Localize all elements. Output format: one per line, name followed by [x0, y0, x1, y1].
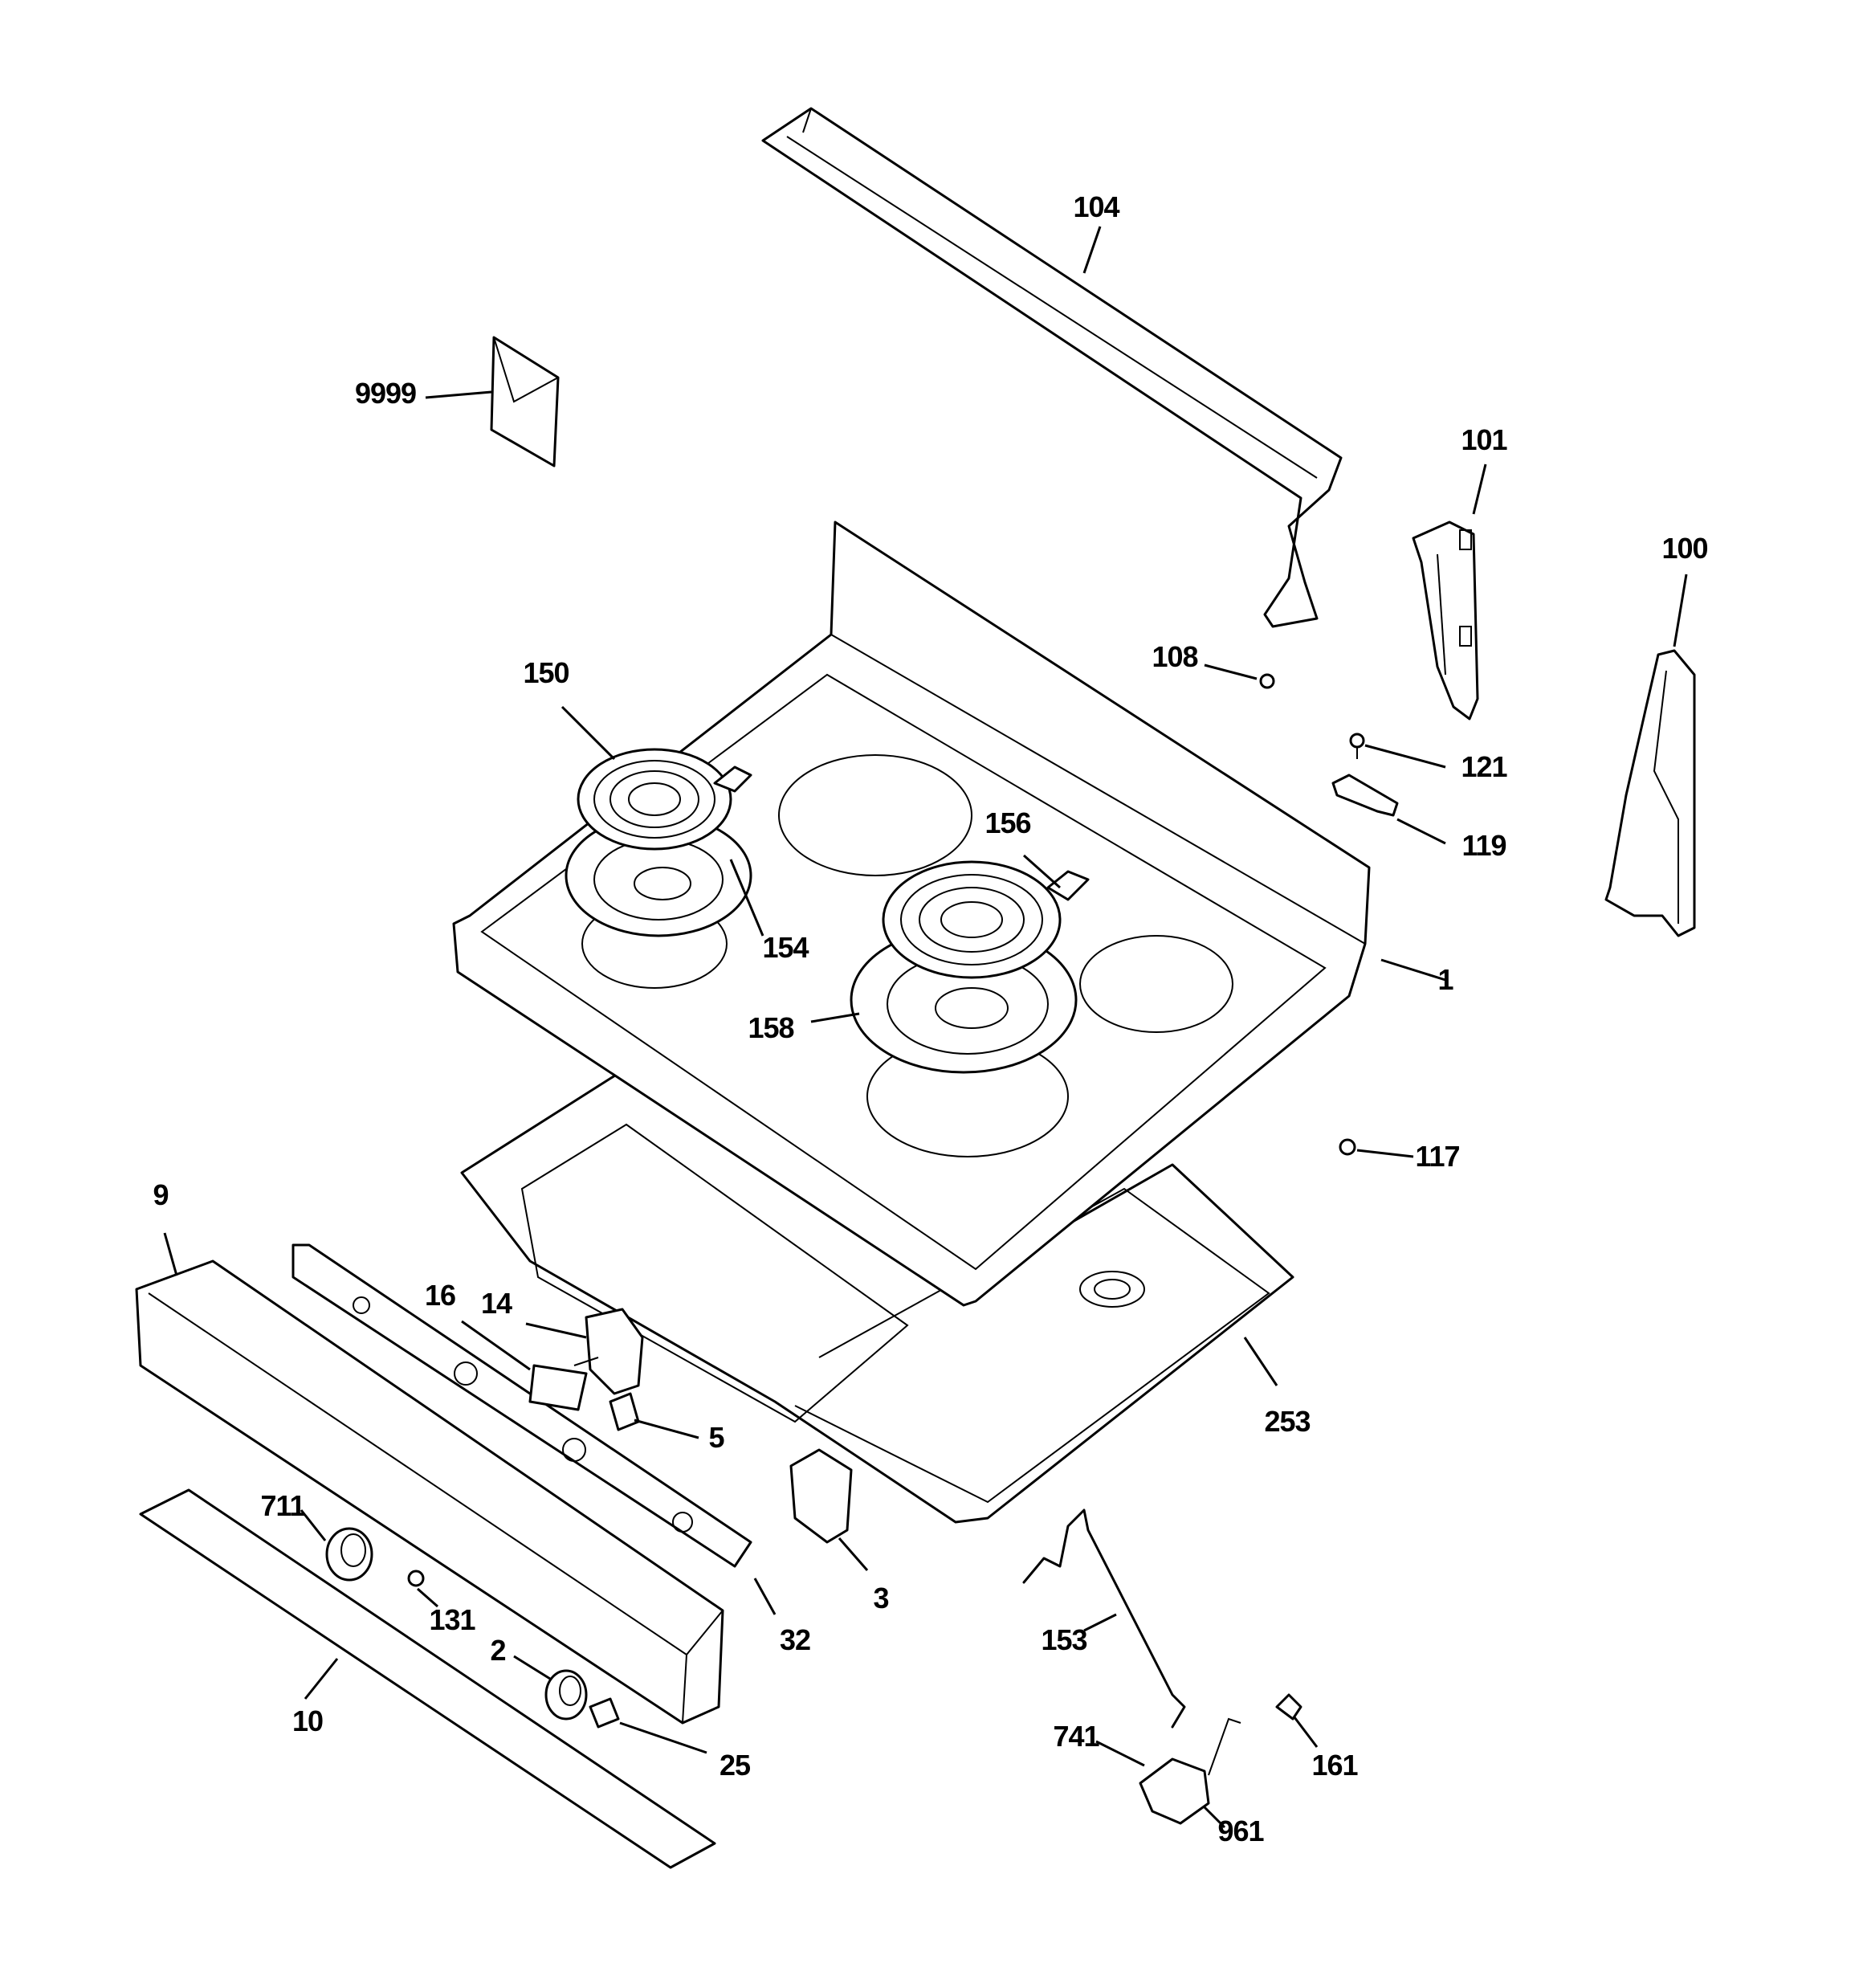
part-156-large-surface-unit — [882, 860, 1090, 979]
part-741-terminal-block — [1139, 1717, 1241, 1825]
callout-9999: 9999 — [354, 377, 417, 410]
part-161-strain-relief — [1275, 1693, 1302, 1721]
part-711-knob — [325, 1527, 373, 1582]
callout-2: 2 — [490, 1634, 506, 1667]
part-121-screw — [1349, 733, 1365, 759]
part-10-panel-overlay — [139, 1488, 716, 1869]
callout-156: 156 — [984, 806, 1031, 839]
callout-16: 16 — [424, 1279, 456, 1312]
part-108-screw — [1259, 673, 1275, 689]
callout-5: 5 — [708, 1421, 724, 1454]
callout-154: 154 — [762, 931, 809, 964]
callout-153: 153 — [1041, 1623, 1087, 1656]
part-14-infinite-switch — [573, 1308, 644, 1395]
part-5-indicator-light — [609, 1392, 640, 1431]
callout-108: 108 — [1152, 640, 1198, 673]
part-16-switch-plate — [528, 1364, 588, 1411]
callout-104: 104 — [1073, 190, 1119, 223]
callout-100: 100 — [1661, 532, 1708, 565]
leader-lines — [163, 226, 1688, 1829]
callout-10: 10 — [291, 1704, 324, 1737]
callout-119: 119 — [1461, 829, 1506, 862]
part-25-rocker-switch — [589, 1697, 620, 1729]
callout-1: 1 — [1437, 963, 1453, 996]
part-150-small-surface-unit — [577, 748, 752, 851]
callout-158: 158 — [748, 1011, 794, 1044]
part-9-control-housing — [135, 1259, 724, 1725]
callout-121: 121 — [1461, 750, 1507, 783]
part-253-burner-box — [460, 1067, 1294, 1524]
callout-32: 32 — [779, 1623, 811, 1656]
callout-25: 25 — [719, 1749, 751, 1782]
callout-117: 117 — [1415, 1140, 1460, 1173]
part-119-hinge-bracket — [1331, 774, 1399, 817]
callout-161: 161 — [1311, 1749, 1358, 1782]
callout-741: 741 — [1053, 1720, 1099, 1753]
callout-711: 711 — [260, 1489, 305, 1522]
part-101-bracket — [1412, 520, 1479, 720]
callout-253: 253 — [1264, 1405, 1311, 1438]
part-32-mounting-panel — [291, 1243, 752, 1568]
callout-150: 150 — [523, 656, 569, 689]
part-104-backsplash-trim — [761, 107, 1343, 628]
part-131-bulb — [407, 1570, 425, 1587]
part-100-side-trim — [1604, 649, 1696, 937]
callout-14: 14 — [480, 1287, 512, 1320]
part-117-nut — [1339, 1138, 1356, 1156]
callout-9: 9 — [153, 1178, 169, 1211]
part-153-wire — [1022, 1508, 1186, 1729]
part-9999-literature — [490, 336, 560, 467]
callout-3: 3 — [873, 1582, 889, 1614]
part-3-switch — [789, 1448, 853, 1544]
part-2-knob — [544, 1669, 588, 1721]
callout-961: 961 — [1217, 1815, 1264, 1847]
callout-131: 131 — [429, 1603, 475, 1636]
callout-101: 101 — [1461, 423, 1507, 456]
